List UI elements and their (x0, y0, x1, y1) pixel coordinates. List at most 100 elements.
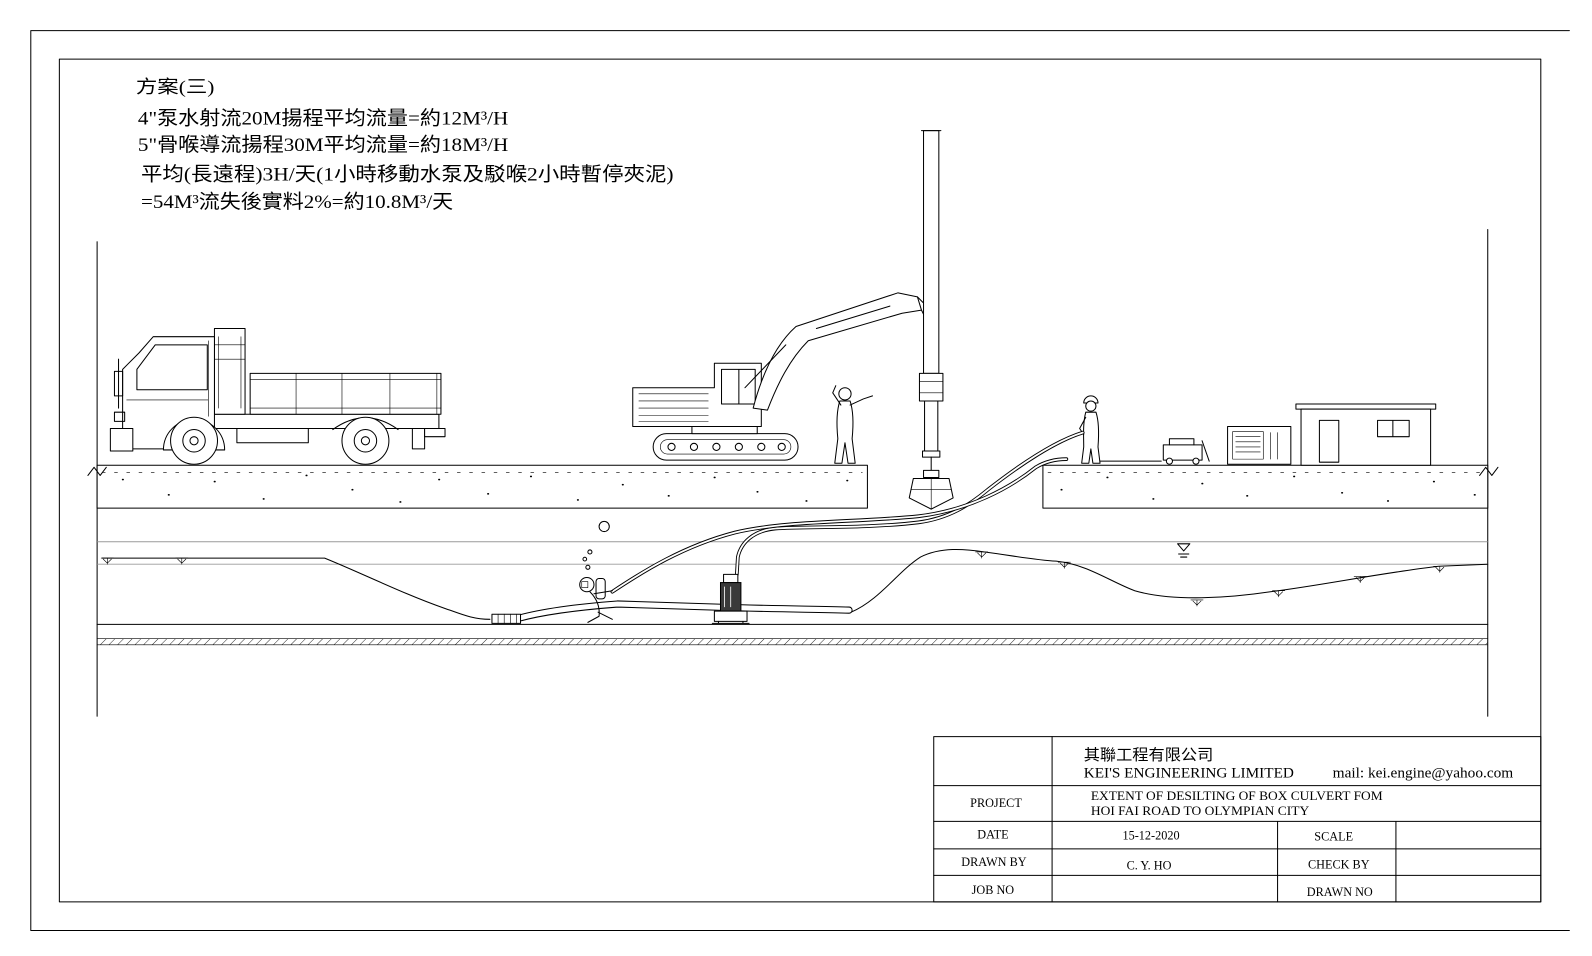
silt-markers (100, 551, 1447, 607)
pump-base (713, 610, 748, 622)
diver-body (587, 590, 613, 623)
grab-rotator (918, 372, 944, 402)
truck-door-lines (126, 340, 209, 417)
air-bubble (598, 520, 610, 533)
site-office (1300, 408, 1432, 466)
project-label: PROJECT (970, 796, 1022, 810)
jet-nozzle (491, 613, 522, 624)
worker-arms (832, 385, 874, 406)
surface-equipment (1099, 403, 1437, 466)
road-slab-right (1042, 464, 1489, 509)
truck-front-bumper (109, 428, 134, 452)
excavator-house (632, 362, 762, 427)
pump-hose-core (735, 431, 1084, 576)
company-mail: mail: kei.engine@yahoo.com (1333, 765, 1514, 781)
truck-headboard (213, 328, 246, 415)
truck-front-wheel-rim (182, 429, 206, 453)
slab-break-right (1479, 466, 1499, 476)
water-level-symbol (1177, 543, 1191, 558)
track-roller (667, 442, 676, 451)
diver-helmet (579, 576, 595, 593)
job-no-label: JOB NO (972, 883, 1015, 897)
site-office-door (1318, 419, 1340, 463)
truck-mirror (113, 358, 124, 409)
excavator-boom (752, 292, 923, 411)
excavator-swing-base (691, 425, 758, 435)
water-pump-unit-frame (1168, 438, 1210, 462)
drawn-by-label: DRAWN BY (961, 855, 1026, 869)
check-by-label: CHECK BY (1308, 857, 1370, 871)
truck-headboard-rack (214, 336, 246, 409)
excavator (632, 292, 926, 461)
grab-mast (923, 130, 940, 374)
title-block-grid (933, 736, 1542, 903)
road-slab-left (96, 464, 868, 509)
notes-title: 方案(三) (136, 77, 215, 98)
generator-louvers (1235, 432, 1278, 460)
road-slabs (87, 464, 1499, 509)
truck-dump-body (249, 372, 442, 415)
worker-body (834, 400, 856, 464)
silt-profile-left (101, 557, 491, 620)
drawn-by-value: C. Y. HO (1127, 858, 1172, 872)
water-pump-unit (1162, 444, 1203, 461)
date-label: DATE (977, 828, 1008, 842)
dump-truck (109, 328, 446, 465)
grab-rotator-detail (919, 381, 944, 394)
notes-line-average-hours: 平均(長遠程)3H/天(1小時移動水泵及駁喉2小時暫停夾泥) (141, 164, 674, 186)
notes-line-bone-hose: 5"骨喉導流揚程30M平均流量=約18M³/H (138, 134, 508, 156)
truck-rear-bumper (424, 428, 446, 438)
track-roller (734, 442, 743, 451)
excavator-track-inner (659, 439, 792, 455)
truck-rear-wheel (341, 416, 390, 465)
pump-body-highlight (724, 586, 732, 608)
excavator-engine-louvers (638, 393, 709, 422)
silt-profile-right (850, 548, 1489, 613)
site-office-window (1377, 419, 1410, 438)
truck-cab-window (136, 344, 208, 391)
title-block: 其聯工程有限公司 KEI'S ENGINEERING LIMITED mail:… (933, 736, 1542, 903)
hose-worker (1079, 395, 1101, 464)
box-culvert-section (96, 229, 1489, 717)
telescopic-clamshell-grab (908, 130, 954, 510)
slab-break-left (87, 466, 107, 476)
air-bubble (585, 564, 591, 570)
outer-border (30, 30, 1570, 932)
water-pump-unit-wheel (1192, 457, 1200, 465)
grab-head (923, 469, 940, 478)
diver (579, 576, 613, 623)
project-title-line-2: HOI FAI ROAD TO OLYMPIAN CITY (1091, 804, 1310, 818)
truck-rear-wheel-hub (360, 436, 371, 446)
hoses (491, 430, 1085, 624)
track-roller (777, 442, 786, 451)
drawn-no-label: DRAWN NO (1307, 885, 1373, 899)
worker-helmet (1083, 395, 1099, 404)
grab-collar (922, 450, 941, 458)
notes-line-daily-volume: =54M³流失後實料2%=約10.8M³/天 (141, 191, 453, 213)
diver-faceplate (581, 581, 589, 588)
diver-air-tank (595, 577, 606, 600)
truck-mudflap (411, 428, 426, 450)
truck-front-wheel (170, 416, 219, 465)
title-block-frame (933, 736, 1542, 903)
grab-bucket-detail (910, 478, 952, 510)
discharge-pipe-core (515, 601, 852, 621)
worker-head (838, 387, 852, 401)
water-pump-unit-wheel (1165, 457, 1173, 465)
site-office-roof (1295, 403, 1437, 410)
excavator-boom-cylinder (744, 305, 891, 389)
design-notes: 方案(三) 4"泵水射流20M揚程平均流量=約12M³/H 5"骨喉導流揚程30… (136, 77, 674, 213)
worker-head (1085, 400, 1097, 412)
company-name-en: KEI'S ENGINEERING LIMITED (1084, 765, 1294, 781)
ground-hatch-edges (96, 638, 1489, 646)
air-bubble (582, 556, 588, 562)
air-bubbles (582, 520, 610, 570)
ground-hatch-band (97, 638, 1488, 645)
scale-label: SCALE (1314, 830, 1353, 844)
truck-body-ribs (249, 373, 442, 415)
air-bubble (587, 549, 593, 555)
project-title-line-1: EXTENT OF DESILTING OF BOX CULVERT FOM (1091, 789, 1383, 803)
track-roller (712, 442, 721, 451)
company-name-cn: 其聯工程有限公司 (1084, 747, 1214, 764)
pump-feet (711, 620, 750, 624)
